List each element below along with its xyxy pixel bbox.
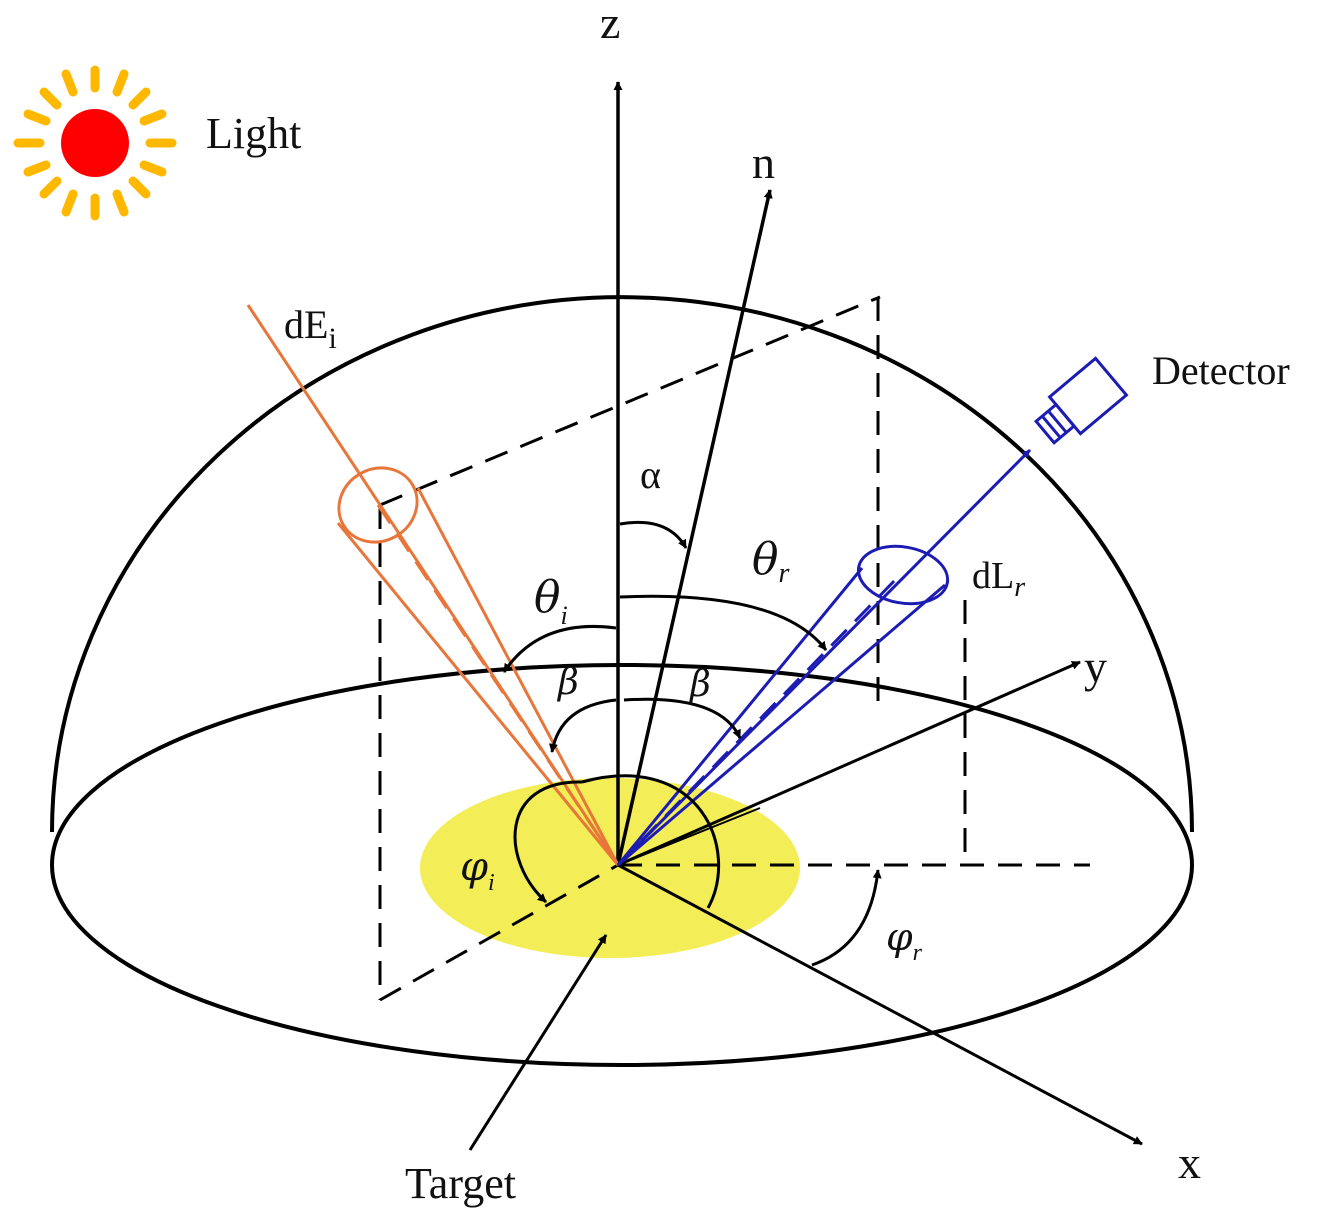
z-axis-label: z: [600, 0, 620, 48]
reflection-plane: [618, 600, 1090, 867]
detector-label: Detector: [1152, 348, 1290, 393]
beta-right-label: β: [688, 664, 711, 705]
target-pointer-arrow: [468, 934, 608, 1151]
y-axis-label: y: [1084, 641, 1107, 692]
angle-phi-r-arc: [811, 869, 882, 967]
reflected-radiance-label: dLr: [972, 555, 1025, 603]
angle-beta-left-arc: [548, 698, 617, 753]
incident-flux-label: dEi: [284, 302, 337, 355]
sun-icon: [13, 65, 177, 221]
incidence-plane: [378, 295, 881, 1002]
alpha-label: α: [640, 452, 661, 497]
normal-vector: [616, 189, 773, 866]
angle-beta-right-arc: [623, 697, 742, 739]
incident-beam: [246, 304, 620, 866]
theta-r-label: θr: [752, 534, 790, 589]
angle-alpha-arc: [619, 520, 688, 549]
normal-label: n: [752, 137, 775, 188]
angle-phi-i-arc: [513, 774, 721, 909]
x-axis-label: x: [1178, 1137, 1201, 1188]
x-axis: [617, 863, 1143, 1146]
hemisphere-dome: [50, 295, 1194, 833]
theta-i-label: θi: [534, 572, 568, 630]
projection-line: [617, 807, 761, 866]
hemisphere-base: [50, 663, 1194, 1067]
phi-i-label: φi: [460, 844, 495, 896]
target-label: Target: [405, 1159, 516, 1208]
y-axis: [617, 660, 1081, 867]
detector-icon: [1033, 356, 1129, 445]
beta-left-label: β: [556, 662, 579, 703]
angle-theta-r-arc: [619, 594, 828, 651]
reflected-beam: [616, 448, 1032, 867]
phi-r-label: φr: [886, 915, 923, 966]
light-label: Light: [206, 109, 301, 158]
angle-theta-i-arc: [502, 624, 617, 673]
